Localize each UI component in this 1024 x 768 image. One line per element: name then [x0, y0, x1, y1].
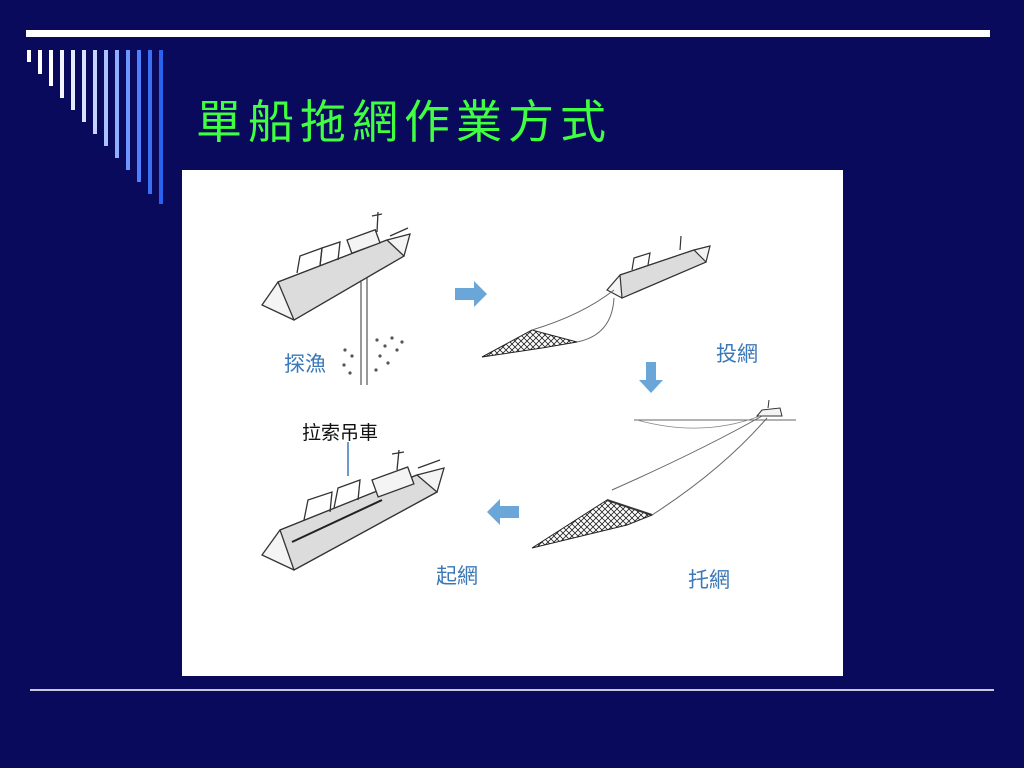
- trawling-diagram-drawing: [261, 211, 796, 571]
- winch-label: 拉索吊車: [302, 422, 379, 444]
- step-label-search: 探漁: [284, 352, 326, 376]
- fish-school: [342, 336, 404, 375]
- step-label-tow: 托網: [688, 568, 730, 592]
- bottom-rule: [30, 689, 994, 691]
- trawling-diagram: 探漁 投網 托網 起網 拉索吊車: [182, 170, 843, 676]
- ship-tow: [755, 399, 783, 417]
- step-label-shoot: 投網: [716, 342, 758, 366]
- ship-haul: [261, 449, 445, 571]
- net-shoot: [481, 289, 615, 358]
- decorative-stripes: [27, 50, 163, 204]
- ship-search: [261, 211, 411, 321]
- arrow-left-icon: [487, 499, 519, 525]
- top-rule: [26, 30, 990, 37]
- net-tow: [531, 415, 768, 549]
- ship-shoot: [606, 235, 711, 299]
- arrow-down-icon: [639, 362, 663, 393]
- sonar-beams: [360, 278, 368, 385]
- slide-title: 單船拖網作業方式: [196, 95, 612, 149]
- arrow-right-icon: [455, 281, 487, 307]
- step-label-haul: 起網: [436, 564, 478, 588]
